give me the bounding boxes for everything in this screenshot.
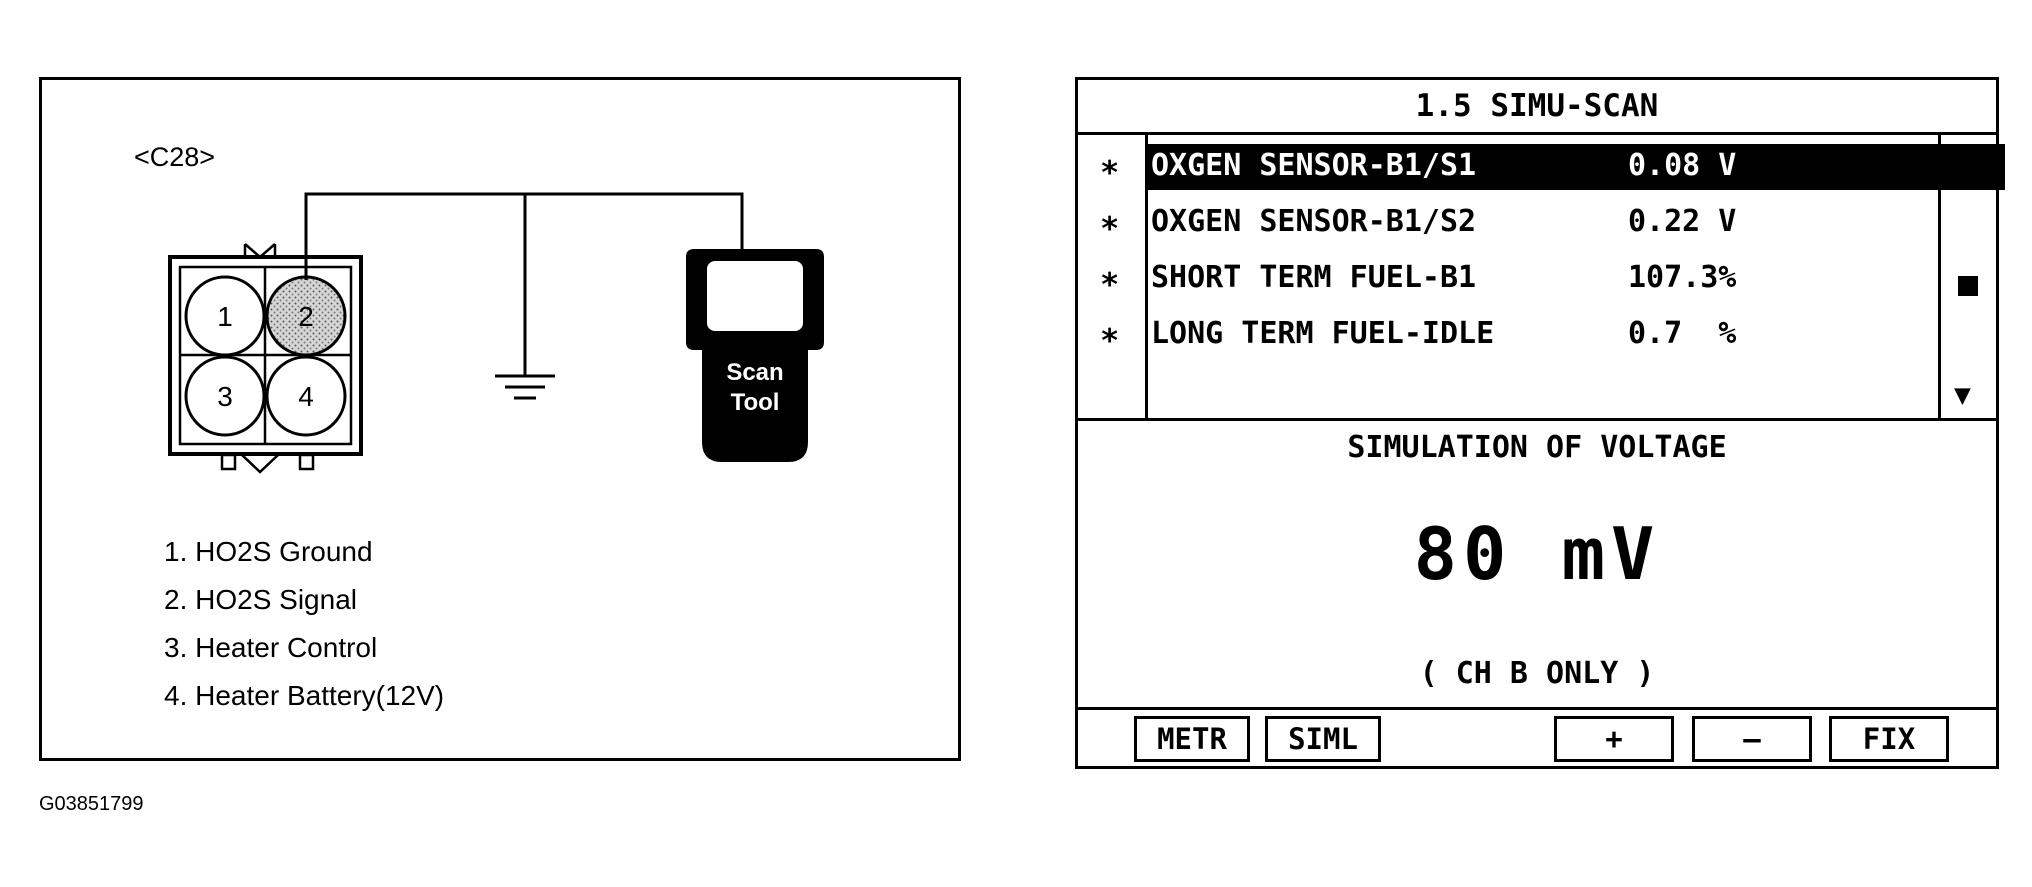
- scroll-thumb[interactable]: [1958, 276, 1978, 296]
- sensor-value: 0.22 V: [1628, 204, 1737, 239]
- sensor-value: 0.7 %: [1628, 316, 1737, 351]
- scan-tool-icon: Scan Tool: [686, 249, 824, 462]
- sensor-value: 107.3%: [1628, 260, 1737, 295]
- sensor-name: LONG TERM FUEL-IDLE: [1151, 316, 1495, 351]
- wiring-diagram: 1 2 3 4 Scan Tool: [168, 192, 824, 474]
- legend-item: 4. Heater Battery(12V): [164, 680, 445, 711]
- screen-title: 1.5 SIMU-SCAN: [1078, 80, 1996, 135]
- connector-diagram-panel: 1 2 3 4 Scan Tool <C28> 1. HO2S Ground 2…: [39, 77, 961, 761]
- meter-button[interactable]: METR: [1134, 716, 1250, 762]
- scan-tool-label-line1: Scan: [726, 359, 783, 386]
- ground-symbol: [495, 374, 555, 400]
- pin-2-label: 2: [298, 301, 314, 332]
- sensor-data-list: ∗ OXGEN SENSOR-B1/S1 0.08 V ∗ OXGEN SENS…: [1078, 135, 2005, 421]
- pin-4-label: 4: [298, 381, 314, 412]
- pin-4: [265, 355, 347, 437]
- pin-3: [184, 355, 266, 437]
- pin-1-label: 1: [217, 301, 233, 332]
- scroll-down-icon[interactable]: ▼: [1954, 378, 1971, 411]
- asterisk-icon: ∗: [1100, 147, 1120, 185]
- sensor-name: OXGEN SENSOR-B1/S2: [1151, 204, 1477, 239]
- simulation-title: SIMULATION OF VOLTAGE: [1347, 430, 1727, 465]
- scroll-up-icon[interactable]: ▲: [1954, 145, 1971, 178]
- sensor-value: 0.08 V: [1628, 148, 1737, 183]
- scrollbar-track[interactable]: [1938, 135, 1941, 418]
- pin-3-label: 3: [217, 381, 233, 412]
- decrease-button[interactable]: —: [1692, 716, 1812, 762]
- legend-item: 3. Heater Control: [164, 632, 378, 663]
- asterisk-icon: ∗: [1100, 315, 1120, 353]
- simulation-value: 80 mV: [1413, 512, 1661, 596]
- legend-item: 1. HO2S Ground: [164, 536, 373, 567]
- sensor-row-o2-b1s1[interactable]: ∗ OXGEN SENSOR-B1/S1 0.08 V: [1078, 141, 2005, 191]
- connector-bottom-key: [220, 453, 315, 474]
- sensor-row-long-term-fuel[interactable]: ∗ LONG TERM FUEL-IDLE 0.7 %: [1078, 309, 1938, 359]
- pin-1: [184, 275, 266, 357]
- sensor-row-short-term-fuel[interactable]: ∗ SHORT TERM FUEL-B1 107.3%: [1078, 253, 1938, 303]
- simulation-channel-note: ( CH B ONLY ): [1419, 656, 1655, 691]
- asterisk-icon: ∗: [1100, 259, 1120, 297]
- sensor-name: OXGEN SENSOR-B1/S1: [1151, 148, 1477, 183]
- increase-button[interactable]: +: [1554, 716, 1674, 762]
- scan-tool-screen: 1.5 SIMU-SCAN ∗ OXGEN SENSOR-B1/S1 0.08 …: [1075, 77, 2005, 769]
- figure-id: G03851799: [39, 793, 144, 815]
- pin-legend: 1. HO2S Ground 2. HO2S Signal 3. Heater …: [164, 528, 444, 720]
- marker-column-divider: [1145, 135, 1148, 418]
- connector-id-label: <C28>: [134, 142, 216, 172]
- scan-tool-label-line2: Tool: [731, 389, 780, 416]
- asterisk-icon: ∗: [1100, 203, 1120, 241]
- sensor-row-o2-b1s2[interactable]: ∗ OXGEN SENSOR-B1/S2 0.22 V: [1078, 197, 1938, 247]
- selection-highlight: [1148, 144, 2005, 190]
- legend-item: 2. HO2S Signal: [164, 584, 357, 615]
- sensor-name: SHORT TERM FUEL-B1: [1151, 260, 1477, 295]
- function-key-bar: METR SIML + — FIX: [1078, 707, 1996, 769]
- simulate-button[interactable]: SIML: [1265, 716, 1381, 762]
- fix-button[interactable]: FIX: [1829, 716, 1949, 762]
